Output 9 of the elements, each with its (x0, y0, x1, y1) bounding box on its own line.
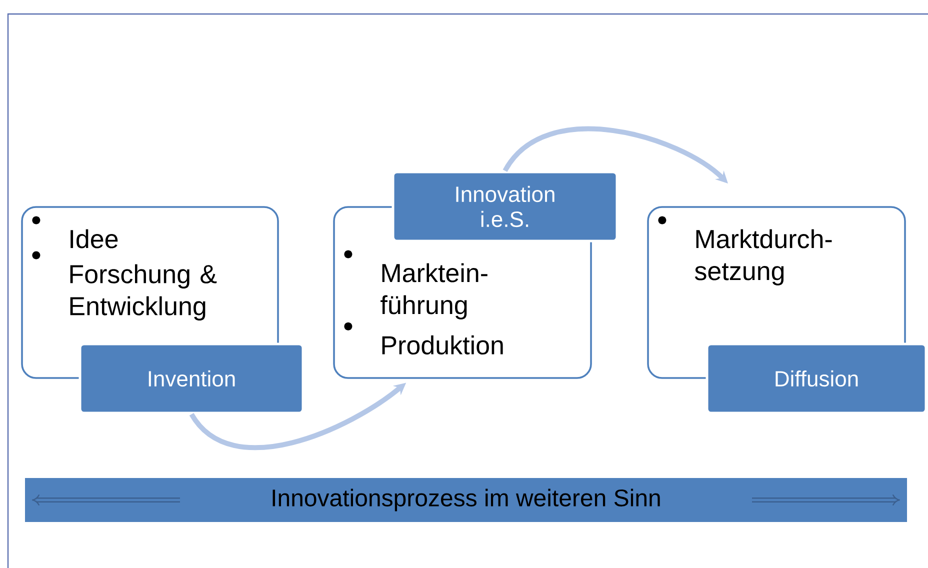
title-box: Diffusion (706, 342, 928, 414)
title-box: Invention (78, 342, 304, 414)
bullet-item: Idee (70, 229, 118, 248)
bullet-item: Produktion (382, 335, 503, 355)
bullet-item: Marktein- führung (380, 263, 488, 320)
process-band: Innovationsprozess im weiteren Sinn (25, 478, 908, 522)
bullet-item: Marktdurch- setzung (694, 229, 832, 286)
bullet-item: Forschung & Entwicklung (70, 264, 217, 321)
title-box: Innovation i.e.S. (392, 170, 618, 242)
